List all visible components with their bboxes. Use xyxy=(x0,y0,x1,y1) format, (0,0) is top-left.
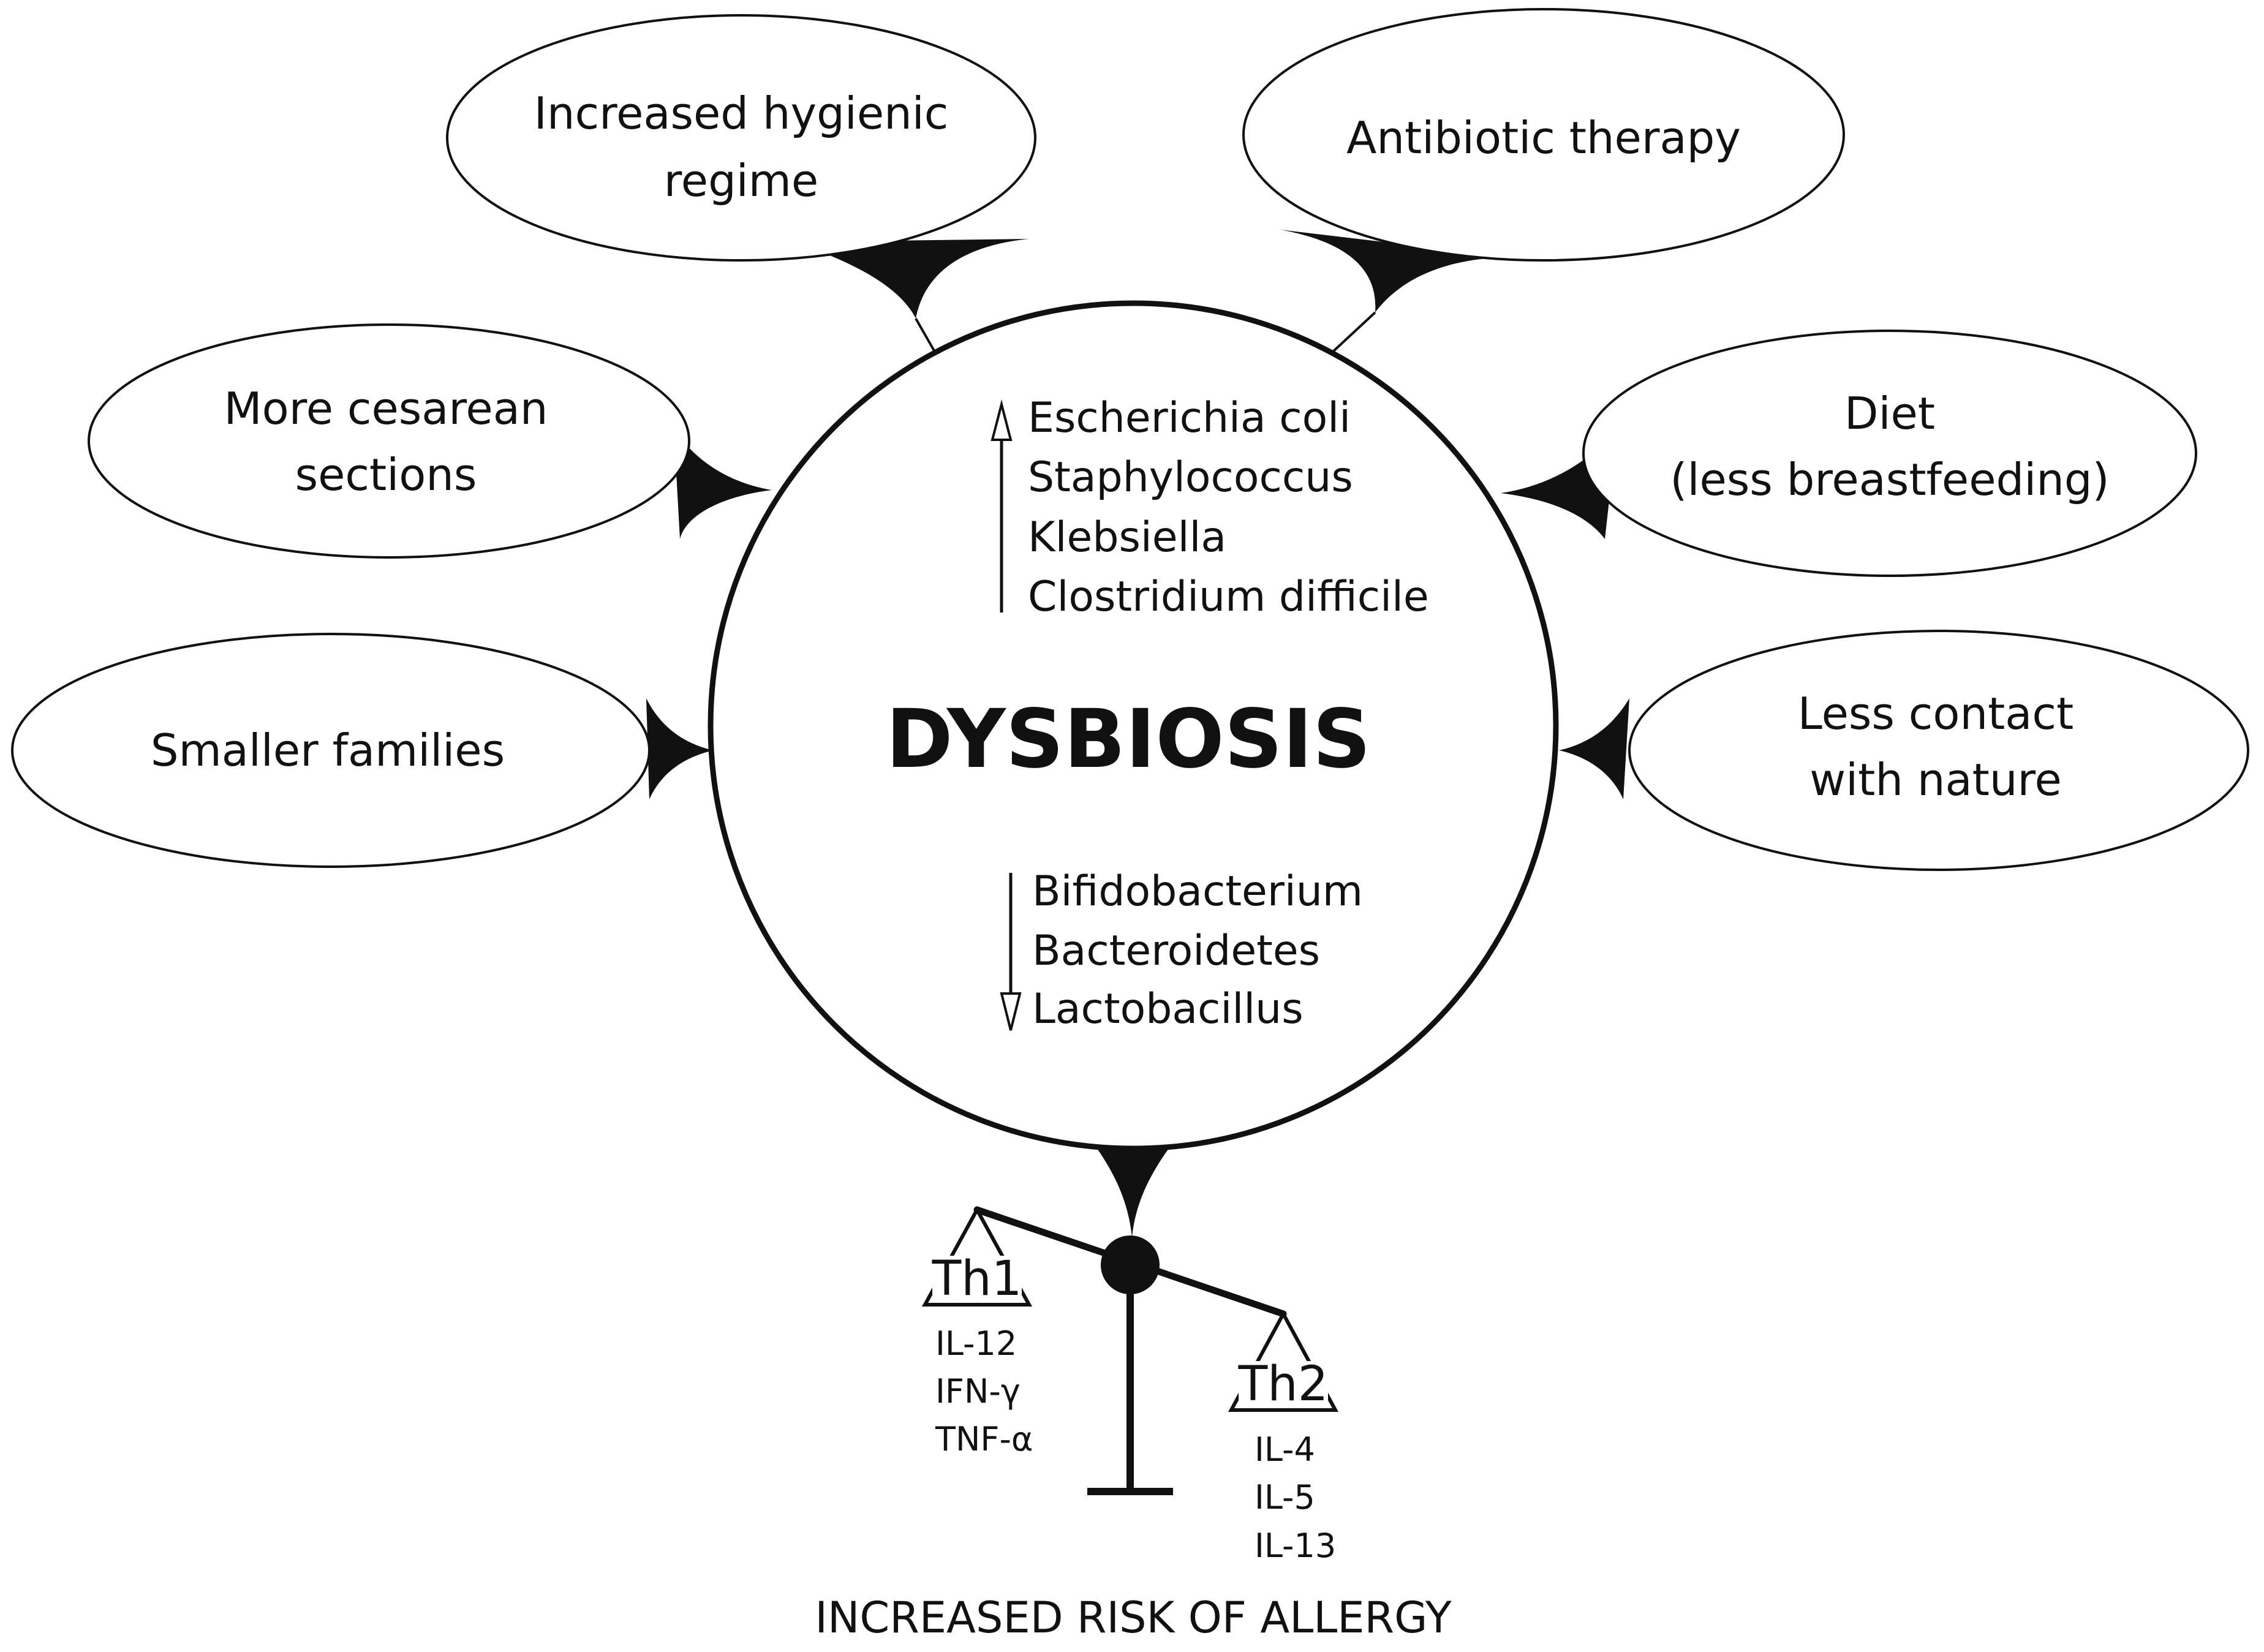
dysbiosis-circle-outline xyxy=(708,300,1559,1152)
connector-nature xyxy=(1559,698,1629,799)
decrease-arrow-icon xyxy=(1000,992,1022,1031)
increased-item: Staphylococcus xyxy=(1028,453,1353,502)
factor-cesarean-ellipse xyxy=(88,323,690,559)
connector-cesarean xyxy=(674,429,772,539)
dysbiosis-circle: Escherichia coli Staphylococcus Klebsiel… xyxy=(708,300,1559,1152)
connector-hygiene xyxy=(793,239,1029,319)
factor-antibiotic-ellipse xyxy=(1242,8,1845,262)
connector-families xyxy=(646,698,714,799)
factor-families-line1: Smaller families xyxy=(151,725,505,776)
decreased-item: Bifidobacterium xyxy=(1032,867,1363,916)
factor-nature-line1: Less contact xyxy=(1798,688,2074,739)
th2-cytokine: IL-5 xyxy=(1255,1478,1315,1517)
factor-hygiene-line2: regime xyxy=(664,155,818,206)
factor-cesarean: More cesarean sections xyxy=(88,323,690,559)
factor-diet-line2: (less breastfeeding) xyxy=(1670,454,2109,505)
center-title: DYSBIOSIS xyxy=(886,692,1371,786)
th2-cytokine: IL-13 xyxy=(1255,1526,1336,1565)
factor-nature: Less contact with nature xyxy=(1628,630,2249,871)
th1-cytokine: IFN-γ xyxy=(935,1372,1021,1411)
factor-hygiene: Increased hygienic regime xyxy=(446,14,1036,262)
factor-hygiene-ellipse xyxy=(446,14,1036,262)
factor-diet: Diet (less breastfeeding) xyxy=(1582,330,2197,577)
decreased-item: Lactobacillus xyxy=(1032,985,1304,1033)
scale-pivot xyxy=(1101,1235,1160,1294)
balance-scale: Th1 IL-12 IFN-γ TNF-α Th2 IL-4 IL-5 IL-1… xyxy=(921,1205,1339,1565)
increased-item: Escherichia coli xyxy=(1028,394,1351,442)
th1-label-bg xyxy=(932,1256,1022,1301)
increased-item: Klebsiella xyxy=(1028,513,1226,562)
factor-antibiotic-line1: Antibiotic therapy xyxy=(1346,112,1741,164)
factor-nature-ellipse xyxy=(1628,630,2249,871)
connector-antibiotic-tip xyxy=(1331,311,1376,353)
increased-item: Clostridium difficile xyxy=(1028,573,1429,621)
factor-hygiene-line1: Increased hygienic xyxy=(534,88,949,139)
th2-cytokine: IL-4 xyxy=(1255,1430,1315,1469)
decreased-item: Bacteroidetes xyxy=(1032,927,1320,975)
factor-cesarean-line2: sections xyxy=(295,449,477,500)
th1-label: Th1 xyxy=(932,1251,1022,1307)
increase-arrow-icon xyxy=(990,399,1013,441)
th2-label: Th2 xyxy=(1238,1357,1329,1412)
factor-families-ellipse xyxy=(11,633,651,868)
factor-families: Smaller families xyxy=(11,633,651,868)
th2-label-bg xyxy=(1239,1361,1328,1406)
th1-cytokine: TNF-α xyxy=(935,1420,1033,1458)
factor-nature-line2: with nature xyxy=(1809,754,2062,805)
factor-antibiotic: Antibiotic therapy xyxy=(1242,8,1845,262)
factor-diet-ellipse xyxy=(1582,330,2197,577)
factor-cesarean-line1: More cesarean xyxy=(224,383,548,434)
factor-diet-line1: Diet xyxy=(1844,388,1935,439)
th1-cytokine: IL-12 xyxy=(935,1324,1017,1363)
connector-diet xyxy=(1501,429,1617,539)
footer-caption: INCREASED RISK OF ALLERGY xyxy=(815,1593,1451,1643)
